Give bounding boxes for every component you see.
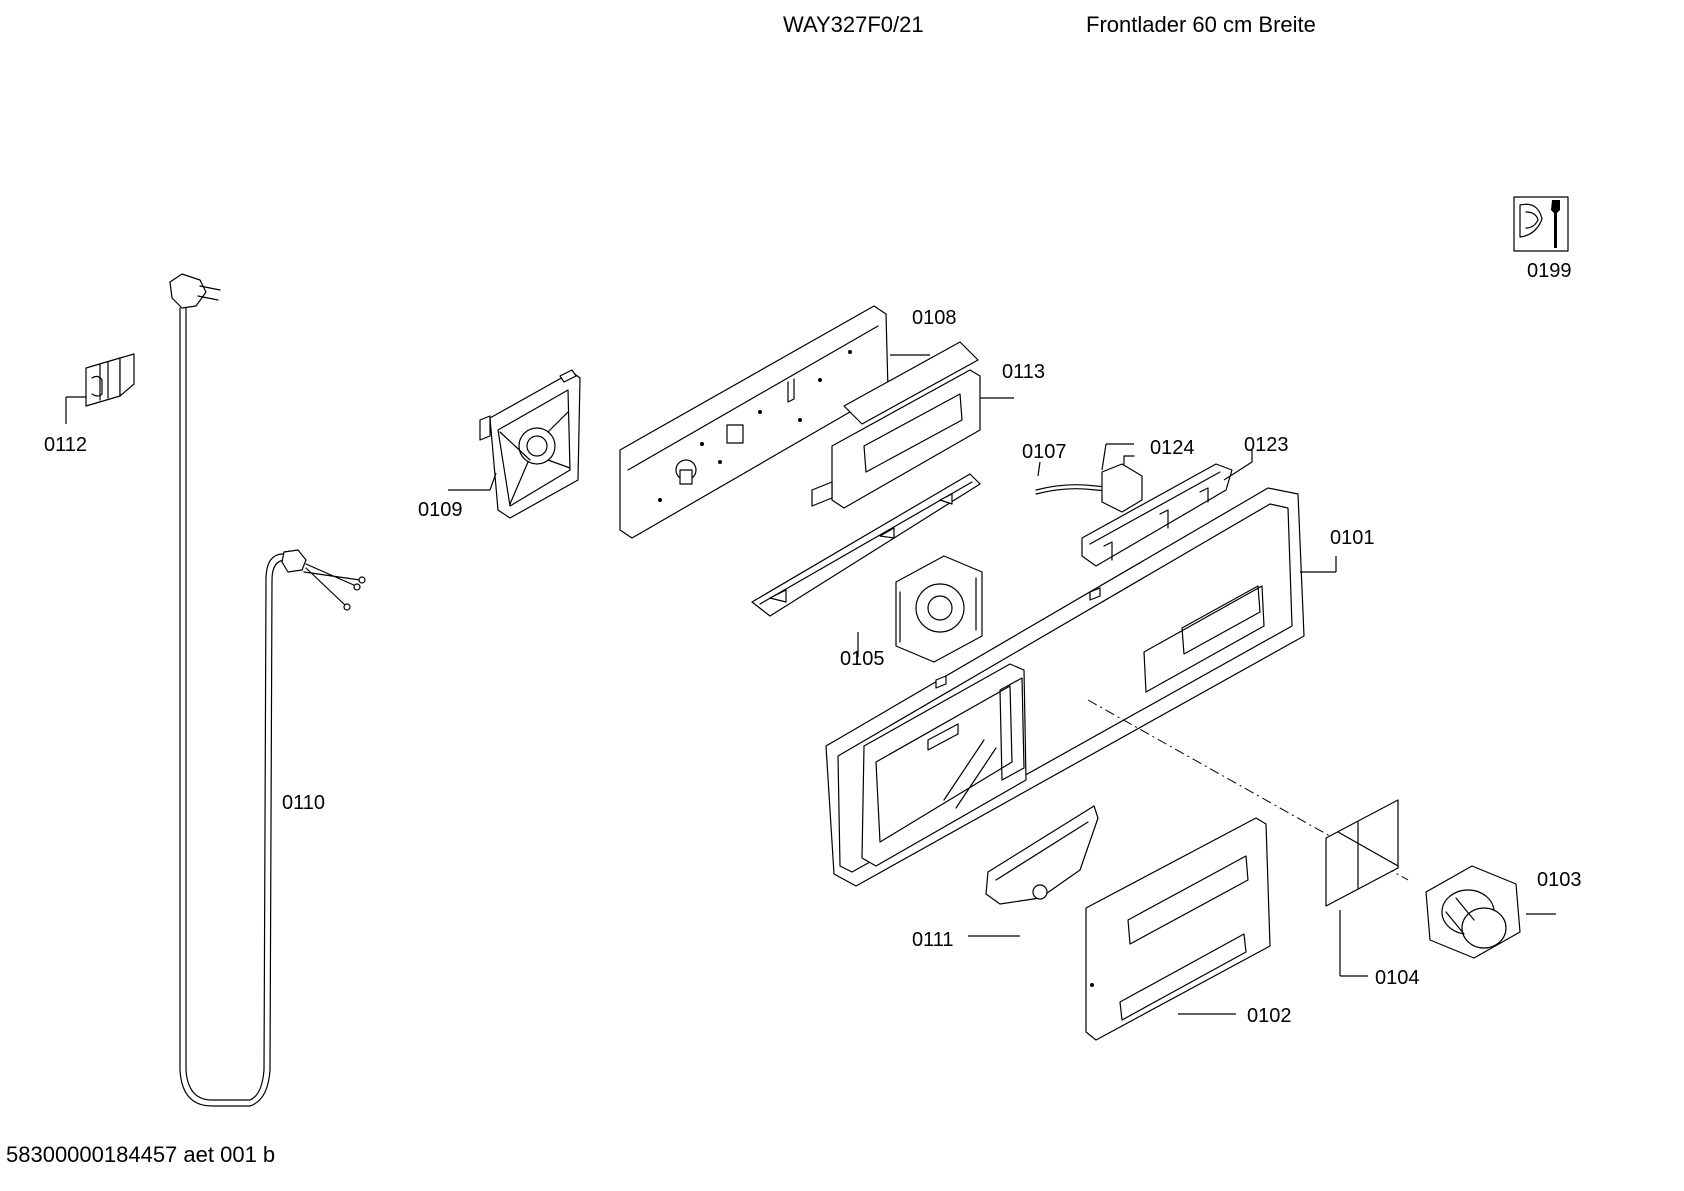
part-0109-bracket[interactable]: [479, 369, 581, 519]
label-0102: 0102: [1247, 1005, 1292, 1027]
label-0108: 0108: [912, 307, 957, 329]
part-0110-power-cable[interactable]: [169, 273, 366, 1107]
model-number: WAY327F0/21: [783, 12, 924, 37]
part-0111-lever[interactable]: [985, 805, 1099, 905]
document-code: 58300000184457 aet 001 b: [6, 1142, 276, 1167]
part-0103-knob[interactable]: [1425, 865, 1521, 959]
part-0104-foil[interactable]: [1325, 799, 1399, 907]
label-0111: 0111: [912, 929, 954, 951]
part-0113-display-frame[interactable]: [811, 341, 981, 509]
part-0108-control-board[interactable]: [619, 305, 889, 539]
part-0101-control-panel[interactable]: [825, 487, 1305, 887]
label-0103: 0103: [1537, 869, 1582, 891]
part-0112-clip[interactable]: [85, 353, 135, 407]
label-0112: 0112: [44, 434, 87, 456]
service-tool-icon[interactable]: [1513, 196, 1569, 252]
label-0105: 0105: [840, 648, 885, 670]
part-0105-keyboard[interactable]: [751, 473, 983, 663]
label-0104: 0104: [1375, 967, 1420, 989]
label-0110: 0110: [282, 792, 325, 814]
part-0123-rail[interactable]: [1081, 463, 1233, 567]
part-0124-sensor[interactable]: [1101, 455, 1143, 513]
part-0102-door-panel[interactable]: [1085, 817, 1271, 1041]
label-0107: 0107: [1022, 441, 1067, 463]
label-0199: 0199: [1527, 260, 1572, 282]
label-0123: 0123: [1244, 434, 1289, 456]
label-0109: 0109: [418, 499, 463, 521]
label-0101: 0101: [1330, 527, 1375, 549]
model-description: Frontlader 60 cm Breite: [1086, 12, 1316, 37]
label-0113: 0113: [1002, 361, 1045, 383]
label-0124: 0124: [1150, 437, 1195, 459]
